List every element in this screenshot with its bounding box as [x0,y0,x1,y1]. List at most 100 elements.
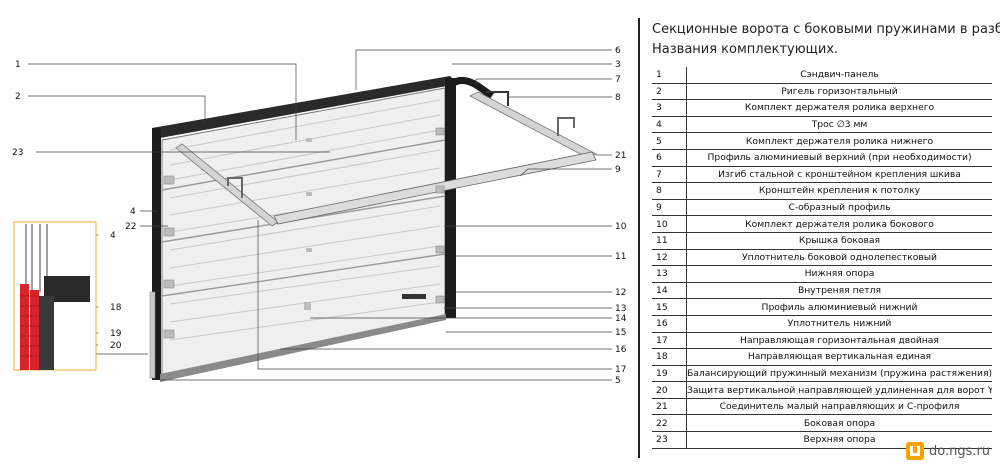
part-number: 17 [652,332,687,350]
callout-3: 3 [615,60,621,70]
part-number: 5 [652,132,687,150]
part-number: 6 [652,149,687,167]
part-name: Направляющая горизонтальная двойная [686,332,992,350]
ceiling-hanger-right [557,117,575,136]
part-name: Изгиб стальной с кронштейном крепления ш… [686,166,992,184]
part-number: 21 [652,398,687,416]
part-number: 3 [652,99,687,117]
part-name: Уплотнитель боковой однолепестковый [686,249,992,267]
inset-springs [20,284,39,370]
right-vertical-guide [445,78,456,318]
title-line-1: Секционные ворота с боковыми пружинами в… [652,22,1000,37]
part-name: Трос ∅3 мм [686,116,992,134]
callout-6: 6 [615,46,621,56]
inset-spring-coils [20,295,39,357]
horizontal-guide-right [469,91,597,159]
part-name: Соединитель малый направляющих и С-профи… [686,398,992,416]
part-number: 20 [652,381,687,399]
callout-2: 2 [15,92,21,102]
part-name: Профиль алюминиевый верхний (при необход… [686,149,992,167]
part-number: 2 [652,83,687,101]
callout-11: 11 [615,252,626,262]
callout-10: 10 [615,222,627,232]
part-number: 11 [652,232,687,250]
part-name: Крышка боковая [686,232,992,250]
inset-callout-4: 4 [110,231,116,241]
callout-21: 21 [615,151,626,161]
left-vertical-guide [152,128,161,380]
callout-15: 15 [615,328,626,338]
part-number: 22 [652,414,687,433]
part-name: Уплотнитель нижний [686,315,992,333]
inset-callout-20: 20 [110,341,122,351]
bottom-aluminium-profile [160,314,446,382]
part-name: Нижняя опора [686,265,992,283]
part-number: 23 [652,431,687,449]
part-name: Балансирующий пружинный механизм (пружин… [686,365,992,383]
sandwich-panel [161,87,446,379]
part-name: Сэндвич-панель [686,67,992,84]
inset-callout-19: 19 [110,329,122,339]
callout-13: 13 [615,304,626,314]
part-name: Внутреняя петля [686,282,992,300]
callout-12: 12 [615,288,626,298]
inset-guide-body [38,296,54,370]
callout-8: 8 [615,93,621,103]
part-number: 10 [652,215,687,233]
part-number: 19 [652,365,687,383]
part-number: 18 [652,348,687,366]
part-number: 16 [652,315,687,333]
callout-5: 5 [615,376,621,386]
callout-1: 1 [15,60,21,70]
part-name: Комплект держателя ролика бокового [686,215,992,233]
callout-9: 9 [615,165,621,175]
part-number: 13 [652,265,687,283]
handle [402,294,426,299]
part-name: Комплект держателя ролика нижнего [686,132,992,150]
part-name: Защита вертикальной направляющей удлинен… [686,381,992,399]
inset-callout-18: 18 [110,303,122,313]
page-title: Секционные ворота с боковыми пружинами в… [652,20,1000,60]
title-line-2: Названия комплектующих. [652,42,839,57]
part-name: Боковая опора [686,414,992,433]
part-number: 12 [652,249,687,267]
part-number: 14 [652,282,687,300]
roller-holders [163,127,445,339]
part-number: 1 [652,67,687,84]
callout-14: 14 [615,314,627,324]
inner-hinges [304,138,312,310]
callout-16: 16 [615,345,627,355]
part-name: С-образный профиль [686,199,992,217]
ceiling-bracket [486,91,509,106]
gate-exploded-diagram: 1 2 23 4 22 6 3 7 8 21 9 10 11 12 13 14 … [12,46,627,386]
part-number: 7 [652,166,687,184]
callout-17: 17 [615,365,626,375]
ceiling-hanger-left [227,177,243,198]
part-number: 8 [652,182,687,200]
callout-7: 7 [615,75,621,85]
part-name: Ригель горизонтальный [686,83,992,101]
part-number: 4 [652,116,687,134]
part-name: Направляющая вертикальная единая [686,348,992,366]
